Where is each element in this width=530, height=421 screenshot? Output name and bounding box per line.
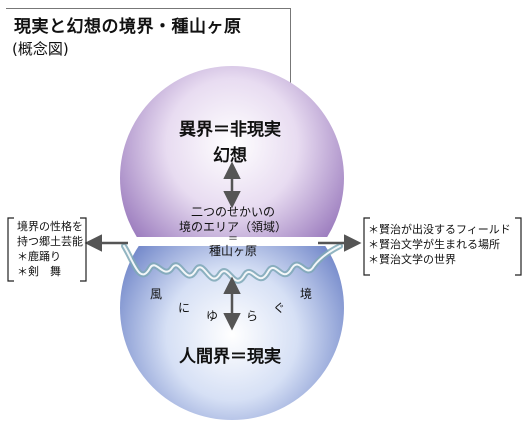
page-subtitle: (概念図) xyxy=(12,40,69,58)
right-box-line-3: ＊賢治文学の世界 xyxy=(368,253,456,266)
upper-sphere-label: 異界＝非現実 xyxy=(179,120,281,140)
left-box-line-1: 境界の性格を xyxy=(17,220,83,233)
wind-char-5: ぐ xyxy=(273,301,286,315)
lower-sphere xyxy=(120,246,344,420)
left-box-line-2: 持つ郷土芸能 xyxy=(17,235,83,248)
wind-char-3: ゆ xyxy=(206,309,219,323)
upper-sphere-sublabel: 幻想 xyxy=(213,146,247,166)
boundary-eq: ＝ xyxy=(228,234,238,245)
left-box-bracket-open xyxy=(7,217,14,282)
boundary-line-1: 二つのせかいの xyxy=(190,205,275,219)
right-box-bracket-open xyxy=(363,217,370,276)
right-box: ＊賢治が出没するフィールド ＊賢治文学が生まれる場所 ＊賢治文学の世界 xyxy=(368,222,511,267)
boundary-wave-front xyxy=(123,245,341,282)
left-box: 境界の性格を 持つ郷土芸能 ＊鹿踊り ＊剣 舞 xyxy=(17,219,83,279)
lower-sphere-label: 人間界＝現実 xyxy=(179,347,281,367)
left-box-line-3: ＊鹿踊り xyxy=(17,250,61,263)
wind-char-6: 境 xyxy=(300,287,313,301)
title-frame xyxy=(6,8,291,107)
left-box-bracket-close xyxy=(80,217,87,282)
upper-sphere xyxy=(120,66,344,237)
right-box-bracket-close xyxy=(515,217,522,276)
right-box-line-2: ＊賢治文学が生まれる場所 xyxy=(368,238,500,251)
left-box-line-4: ＊剣 舞 xyxy=(17,265,61,278)
boundary-line-3: 種山ヶ原 xyxy=(208,244,257,258)
wind-char-1: 風 xyxy=(150,287,163,301)
wind-char-4: ら xyxy=(246,309,259,323)
right-box-line-1: ＊賢治が出没するフィールド xyxy=(368,223,511,236)
wind-char-2: に xyxy=(178,301,191,315)
boundary-line-2: 境のエリア（領域） xyxy=(178,220,287,234)
boundary-label: 二つのせかいの 境のエリア（領域） ＝ 種山ヶ原 xyxy=(178,205,288,259)
page-title: 現実と幻想の境界・種山ヶ原 xyxy=(14,17,242,37)
